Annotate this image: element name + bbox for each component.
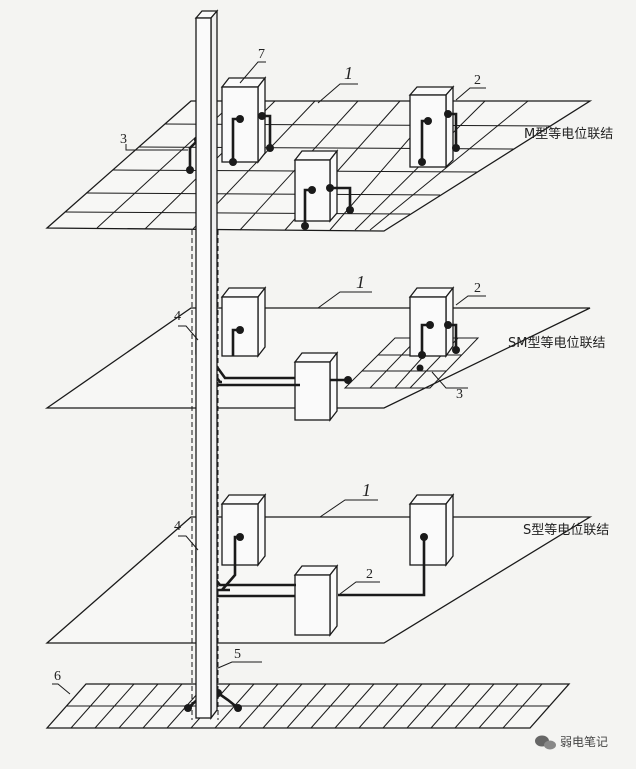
watermark: 弱电笔记: [535, 734, 608, 750]
s-equipment-cabinet-left: [220, 493, 267, 567]
callout-leaders: [52, 61, 486, 695]
vertical-riser-column: [191, 9, 219, 720]
m-equipment-cabinet-left: [220, 76, 267, 164]
callout-6: 6: [54, 669, 61, 684]
m-type-level: [45, 76, 593, 232]
sm-type-level: [44, 286, 591, 422]
s-type-level: [45, 493, 593, 644]
sm-terminals: [236, 321, 460, 384]
callout-2-top: 2: [474, 73, 481, 88]
title-s-type: S型等电位联结: [523, 522, 609, 538]
sm-equipment-cabinet-right: [408, 286, 455, 359]
s-terminals: [236, 533, 428, 541]
m-equipment-cabinet-right: [408, 85, 455, 169]
title-m-type: M型等电位联结: [524, 126, 613, 142]
callout-1-bottom: 1: [362, 480, 371, 500]
watermark-text: 弱电笔记: [560, 734, 608, 749]
sm-equipment-cabinet-front: [293, 351, 339, 422]
callout-4-mid: 4: [174, 309, 181, 324]
sm-equipment-cabinet-left: [220, 286, 267, 358]
callout-3-top: 3: [120, 132, 127, 147]
callout-1-mid: 1: [356, 272, 365, 292]
callout-3-mid: 3: [456, 387, 463, 402]
callout-1-top: 1: [344, 63, 353, 83]
callout-5: 5: [234, 647, 241, 662]
wechat-icon: [535, 735, 556, 750]
s-equipment-cabinet-right: [408, 493, 455, 567]
s-equipment-cabinet-front: [293, 564, 339, 637]
callout-2-bottom: 2: [366, 567, 373, 582]
callout-4-bottom: 4: [174, 519, 181, 534]
ground-earth-grid: [45, 683, 571, 729]
title-sm-type: SM型等电位联结: [508, 335, 605, 351]
callout-7: 7: [258, 47, 265, 62]
callout-2-mid: 2: [474, 281, 481, 296]
